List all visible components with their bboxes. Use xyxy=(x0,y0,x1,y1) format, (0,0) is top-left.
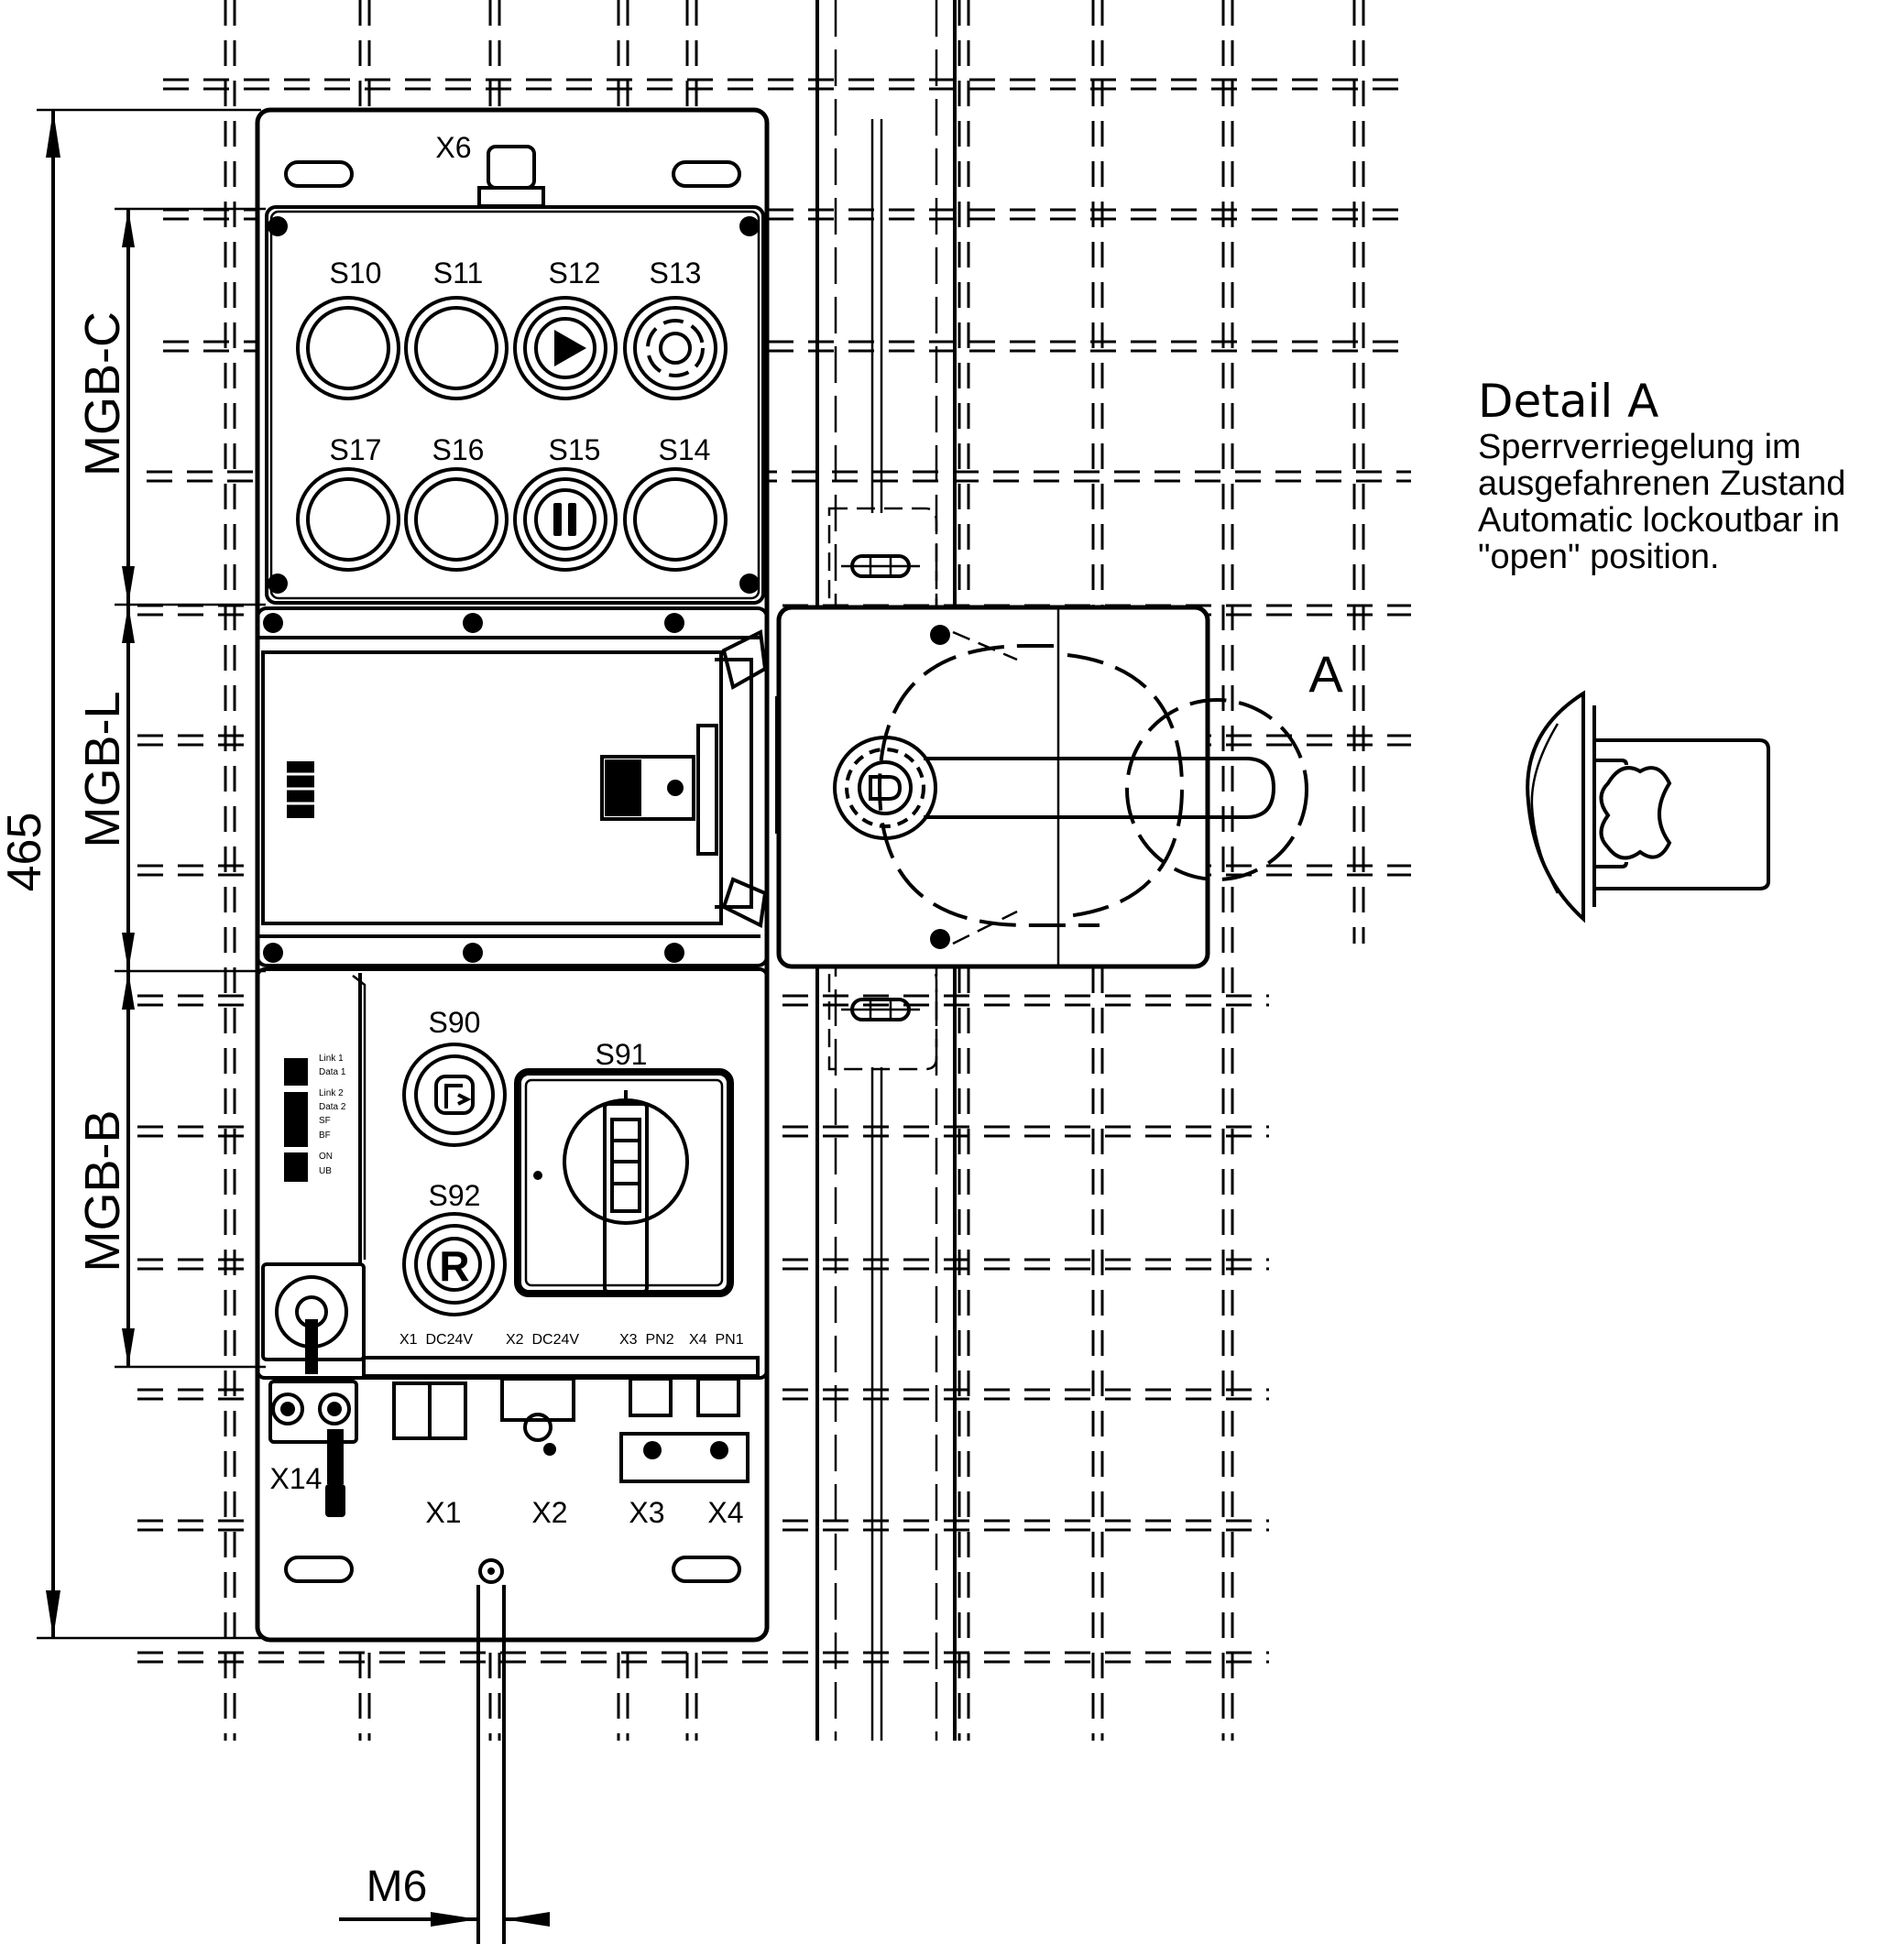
detail-line-4: "open" position. xyxy=(1478,538,1720,576)
button-label-s90: S90 xyxy=(429,1006,481,1039)
handle-module xyxy=(776,605,1308,969)
button-s17 xyxy=(296,467,400,572)
key-slot-icon xyxy=(869,775,903,801)
button-s15 xyxy=(513,467,618,572)
button-s10 xyxy=(296,296,400,400)
detail-title: Detail A xyxy=(1478,375,1658,428)
port-label-x1: X1 DC24V xyxy=(399,1332,473,1348)
led-label-on: ON xyxy=(319,1152,333,1162)
module-label-mgb-b: MGB-B xyxy=(75,1109,130,1272)
led-label-data1: Data 1 xyxy=(319,1067,346,1077)
detail-a-circle xyxy=(1125,698,1308,881)
port-label-x3: X3 PN2 xyxy=(619,1332,674,1348)
led-label-ub: UB xyxy=(319,1166,332,1176)
port-label-x2: X2 DC24V xyxy=(506,1332,579,1348)
detail-line-3: Automatic lockoutbar in xyxy=(1478,501,1840,540)
connector-label-x14: X14 xyxy=(270,1462,323,1495)
button-s11 xyxy=(404,296,509,400)
button-s14 xyxy=(623,467,728,572)
button-label-s16: S16 xyxy=(432,433,485,466)
button-label-s17: S17 xyxy=(330,433,382,466)
selector-switch-s91 xyxy=(514,1068,734,1297)
led-label-link1: Link 1 xyxy=(319,1054,344,1064)
labels: 465 MGB-C MGB-L MGB-B X6 S10 S11 S12 S13… xyxy=(0,131,1845,1911)
dimensions xyxy=(37,108,550,1944)
button-label-s12: S12 xyxy=(549,257,601,289)
module-label-mgb-l: MGB-L xyxy=(75,691,130,847)
connector-label-x4: X4 xyxy=(707,1496,743,1529)
button-label-s15: S15 xyxy=(549,433,601,466)
play-icon xyxy=(554,330,586,366)
button-s90 xyxy=(402,1043,507,1147)
detail-marker-a: A xyxy=(1308,645,1343,703)
switch-label-s91: S91 xyxy=(596,1038,648,1071)
button-label-s92: S92 xyxy=(429,1179,481,1212)
button-s92 xyxy=(402,1212,507,1316)
led-label-data2: Data 2 xyxy=(319,1102,346,1112)
port-label-x4: X4 PN1 xyxy=(689,1332,744,1348)
connector-label-x1: X1 xyxy=(425,1496,461,1529)
led-label-link2: Link 2 xyxy=(319,1088,344,1098)
detail-line-1: Sperrverriegelung im xyxy=(1478,428,1801,466)
button-s13 xyxy=(623,296,728,400)
button-label-s11: S11 xyxy=(433,257,484,289)
button-s12 xyxy=(513,296,618,400)
connector-label-x6: X6 xyxy=(435,131,471,164)
connector-label-x3: X3 xyxy=(629,1496,664,1529)
pause-icon xyxy=(553,503,576,536)
connector-x6 xyxy=(477,145,545,208)
button-label-s14: S14 xyxy=(659,433,711,466)
button-label-s10: S10 xyxy=(330,257,382,289)
module-label-mgb-c: MGB-C xyxy=(75,311,130,476)
device-housing xyxy=(255,107,786,1643)
button-label-s13: S13 xyxy=(650,257,702,289)
detail-line-2: ausgefahrenen Zustand xyxy=(1478,464,1845,503)
led-label-sf: SF xyxy=(319,1116,331,1126)
connector-label-x2: X2 xyxy=(531,1496,567,1529)
button-s16 xyxy=(404,467,509,572)
dimension-465: 465 xyxy=(0,813,51,892)
led-label-bf: BF xyxy=(319,1130,331,1141)
detail-a-drawing xyxy=(1526,690,1770,923)
button-grid xyxy=(296,296,728,572)
reset-icon: R xyxy=(439,1242,469,1290)
release-icon xyxy=(434,1075,475,1115)
dimension-m6: M6 xyxy=(367,1862,428,1911)
